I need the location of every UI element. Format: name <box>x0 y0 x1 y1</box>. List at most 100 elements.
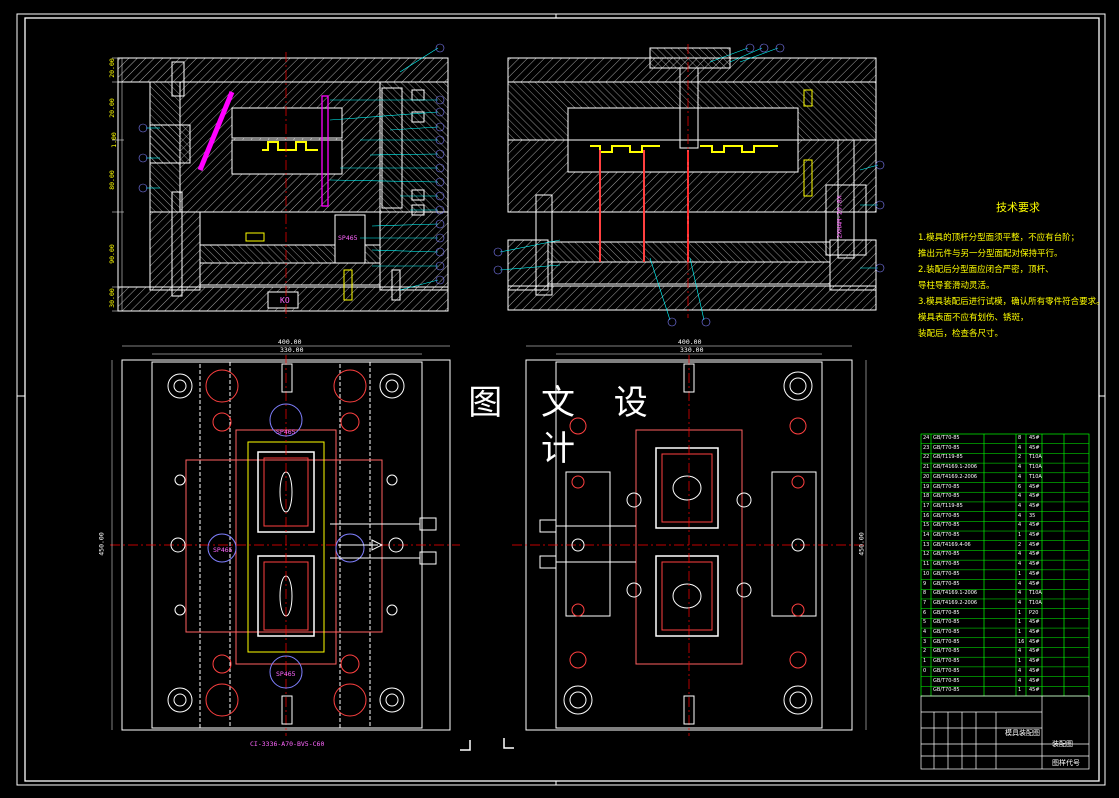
bom-row: 7 GB/T4169.2-2006 4 T10A <box>921 599 1089 609</box>
bom-cell-mat: 35 <box>1029 512 1036 519</box>
bom-cell-no: 17 <box>923 502 930 509</box>
notes-line-2: 推出元件与另一分型面配对保持平行。 <box>918 249 1063 259</box>
notes-title: 技术要求 <box>996 201 1040 214</box>
bom-cell-no: 7 <box>923 599 927 606</box>
bom-cell-code: GB/T4169.2-2006 <box>933 599 978 606</box>
bom-cell-code: GB/T70-85 <box>933 551 960 558</box>
bom-cell-qty: 4 <box>1018 512 1022 519</box>
bom-cell-no: 1 <box>923 658 927 665</box>
bom-cell-qty: 4 <box>1018 599 1022 606</box>
bom-cell-code: GB/T70-85 <box>933 512 960 519</box>
bom-cell-mat: 45# <box>1029 677 1040 684</box>
bom-cell-mat: 45# <box>1029 541 1040 548</box>
bom-cell-no: 4 <box>923 629 927 636</box>
bom-cell-qty: 1 <box>1018 609 1022 616</box>
bom-cell-no: 22 <box>923 454 930 461</box>
dim-side-5: 90.00 <box>107 244 116 264</box>
bom-cell-qty: 16 <box>1018 638 1025 645</box>
bom-cell-qty: 1 <box>1018 687 1022 694</box>
bom-cell-qty: 4 <box>1018 502 1022 509</box>
section-view-left <box>112 52 449 318</box>
bom-cell-qty: 1 <box>1018 570 1022 577</box>
bom-cell-mat: 45# <box>1029 493 1040 500</box>
title-block-grid <box>920 695 1090 770</box>
bom-cell-code: GB/T70-85 <box>933 609 960 616</box>
tag-sp465-4: SP465 <box>276 670 296 678</box>
bom-cell-mat: 45# <box>1029 570 1040 577</box>
notes-line-5: 3.模具装配后进行试模，确认所有零件符合要求。 <box>918 297 1105 307</box>
bom-cell-no: 12 <box>923 551 930 558</box>
bom-cell-no: 18 <box>923 493 930 500</box>
bom-cell-qty: 4 <box>1018 561 1022 568</box>
bom-cell-mat: T10A <box>1029 599 1042 606</box>
bom-cell-no: 21 <box>923 464 930 471</box>
bom-cell-qty: 4 <box>1018 677 1022 684</box>
balloons-left <box>138 43 445 291</box>
dim-side-6: 30.00 <box>107 288 116 308</box>
dim-rear-total: 400.00 <box>678 338 702 346</box>
bom-cell-no: 15 <box>923 522 930 529</box>
dim-side-2: 20.00 <box>107 98 116 118</box>
dim-front-total: 400.00 <box>278 338 302 346</box>
dim-rear-inner: 330.00 <box>680 346 704 354</box>
bom-cell-no: 20 <box>923 473 930 480</box>
bom-cell-mat: 45# <box>1029 502 1040 509</box>
technical-requirements: 技术要求 1.模具的顶杆分型面须平整，不应有台阶； 推出元件与另一分型面配对保持… <box>918 200 1105 342</box>
bom-cell-qty: 4 <box>1018 522 1022 529</box>
part-number: CI-3336-A70-BV5-C60 <box>250 740 325 748</box>
bom-cell-code: GB/T70-85 <box>933 580 960 587</box>
notes-line-1: 1.模具的顶杆分型面须平整，不应有台阶； <box>918 233 1080 243</box>
bom-cell-qty: 4 <box>1018 590 1022 597</box>
bom-cell-mat: 45# <box>1029 619 1040 626</box>
bom-cell-mat: T10A <box>1029 590 1042 597</box>
bom-cell-mat: 45# <box>1029 629 1040 636</box>
bom-cell-no: 23 <box>923 444 930 451</box>
bom-cell-mat: 45# <box>1029 667 1040 674</box>
bom-cell-qty: 2 <box>1018 541 1022 548</box>
bom-cell-code: GB/T70-85 <box>933 561 960 568</box>
bom-cell-code: GB/T70-85 <box>933 522 960 529</box>
bom-cell-no: 8 <box>923 590 927 597</box>
bom-cell-qty: 4 <box>1018 473 1022 480</box>
bom-cell-code: GB/T4169.1-2006 <box>933 590 978 597</box>
bom-cell-no: 0 <box>923 667 927 674</box>
bom-cell-no: 19 <box>923 483 930 490</box>
bom-cell-code: GB/T70-85 <box>933 444 960 451</box>
guide-label: 2XHAM-20.8X <box>835 195 844 239</box>
dim-side-1: 20.00 <box>107 58 116 78</box>
bom-cell-mat: 45# <box>1029 483 1040 490</box>
bom-cell-mat: 45# <box>1029 532 1040 539</box>
bom-cell-qty: 4 <box>1018 648 1022 655</box>
plan-view-right <box>512 355 866 736</box>
dim-side-3: 1.00 <box>109 132 118 148</box>
bom-cell-mat: T10A <box>1029 473 1042 480</box>
dimension-lines <box>111 345 867 730</box>
bom-cell-qty: 4 <box>1018 580 1022 587</box>
tag-sp465-3: SP465 <box>213 546 233 554</box>
bom-cell-qty: 2 <box>1018 454 1022 461</box>
bom-cell-code: GB/T4169.4-06 <box>933 541 971 548</box>
dim-side-4: 80.00 <box>107 170 116 190</box>
bom-cell-no: 10 <box>923 570 930 577</box>
bom-cell-no: 16 <box>923 512 930 519</box>
bom-table-rows <box>921 443 1089 687</box>
bom-cell-code: GB/T70-85 <box>933 629 960 636</box>
bom-cell-mat: 45# <box>1029 638 1040 645</box>
bom-cell-mat: T10A <box>1029 464 1042 471</box>
outer-frame <box>16 13 1106 786</box>
bom-cell-mat: T10A <box>1029 454 1042 461</box>
